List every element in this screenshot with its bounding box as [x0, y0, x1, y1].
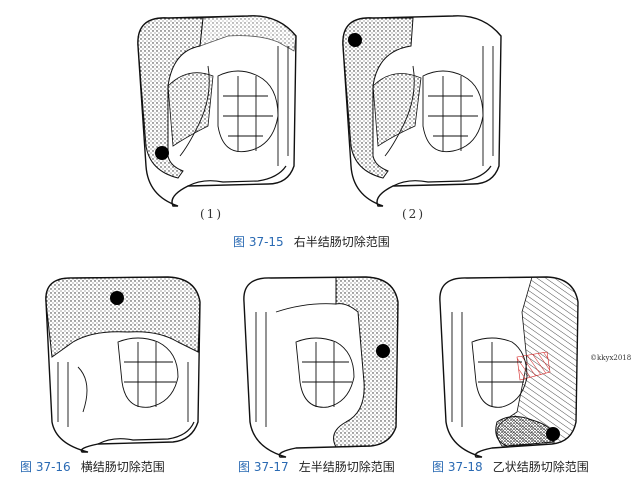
figure-37-15-2	[333, 6, 513, 207]
caption-title: 右半结肠切除范围	[293, 235, 390, 249]
caption-37-15: 图 37-15 右半结肠切除范围	[233, 233, 390, 250]
caption-number: 图 37-16	[20, 460, 71, 474]
figure-37-17	[236, 272, 406, 458]
tumor-marker	[546, 427, 560, 441]
colon-illustration	[439, 276, 579, 458]
watermark: ©kkyx2018	[590, 354, 631, 362]
caption-number: 图 37-17	[238, 460, 289, 474]
colon-illustration	[45, 276, 201, 453]
caption-37-18: 图 37-18 乙状结肠切除范围	[432, 458, 589, 475]
figure-37-16	[38, 272, 208, 453]
tumor-marker	[348, 33, 362, 47]
caption-37-17: 图 37-17 左半结肠切除范围	[238, 458, 395, 475]
tumor-marker	[110, 291, 124, 305]
colon-illustration	[137, 15, 297, 207]
figure-37-15-1	[128, 6, 308, 207]
caption-number: 图 37-15	[233, 235, 284, 249]
colon-illustration	[243, 276, 399, 458]
figure-37-18	[432, 272, 582, 458]
tumor-marker	[155, 146, 169, 160]
subfigure-label-1: (1)	[200, 207, 223, 221]
caption-title: 乙状结肠切除范围	[492, 460, 589, 474]
tumor-marker	[376, 344, 390, 358]
subfigure-label-2: (2)	[402, 207, 425, 221]
colon-illustration	[342, 15, 502, 207]
caption-37-16: 图 37-16 横结肠切除范围	[20, 458, 165, 475]
caption-number: 图 37-18	[432, 460, 483, 474]
caption-title: 左半结肠切除范围	[298, 460, 395, 474]
caption-title: 横结肠切除范围	[80, 460, 165, 474]
